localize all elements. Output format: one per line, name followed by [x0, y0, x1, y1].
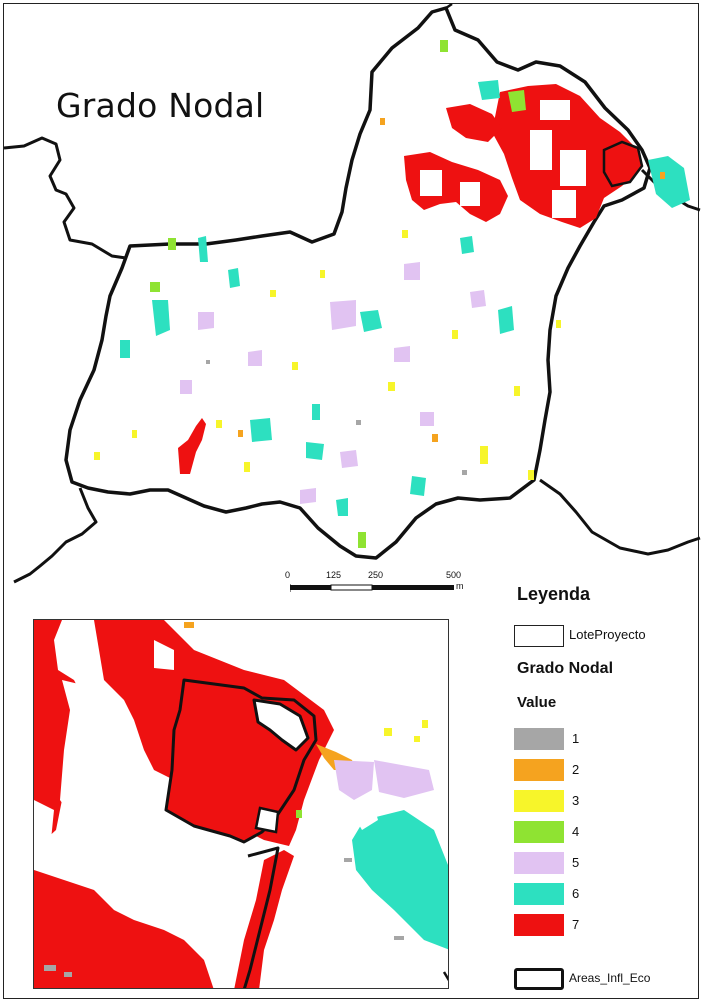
outer-boundary-east: [539, 478, 701, 556]
scale-tick-250: 250: [368, 570, 384, 580]
legend-item-3: 3: [514, 790, 694, 814]
outer-boundary-southwest: [13, 487, 98, 584]
outer-boundary-left: [3, 136, 127, 260]
legend-label-6: 6: [572, 886, 580, 901]
class-4-patches: [150, 40, 526, 548]
class-6-patches: [120, 80, 690, 516]
legend-label-2: 2: [572, 762, 580, 777]
lote-proyecto-main: [602, 140, 644, 188]
legend-swatch-4: [514, 821, 564, 843]
areas-infl-eco-inset-right: [442, 971, 448, 982]
legend-label-7: 7: [572, 917, 580, 932]
areas-infl-eco-label: Areas_Infl_Eco: [569, 971, 651, 985]
inset-patches: [44, 622, 448, 977]
legend-title: Leyenda: [517, 584, 591, 604]
class-3-patches: [94, 230, 561, 480]
inset-map-graphic: [34, 620, 448, 988]
lote-proyecto-label: LoteProyecto: [569, 627, 646, 642]
legend-swatch-2: [514, 759, 564, 781]
legend-layer-title: Grado Nodal: [517, 660, 614, 677]
legend-swatch-6: [514, 883, 564, 905]
legend-swatch-3: [514, 790, 564, 812]
class-2-patches: [238, 118, 665, 442]
map-title: Grado Nodal: [56, 86, 265, 125]
scale-bar-graphic: [290, 584, 454, 592]
lote-interior-block: [252, 698, 310, 752]
legend-label-5: 5: [572, 855, 580, 870]
outer-boundary-top: [445, 2, 453, 10]
built-blocks: [420, 100, 586, 218]
legend-label-3: 3: [572, 793, 580, 808]
scale-tick-500: 500: [446, 570, 462, 580]
scale-unit: m: [456, 581, 464, 591]
legend-label-1: 1: [572, 731, 580, 746]
legend-swatch-1: [514, 728, 564, 750]
legend-item-6: 6: [514, 883, 694, 907]
inset-white-blocks: [34, 640, 249, 960]
legend-item-7: 7: [514, 914, 694, 938]
legend-swatch-7: [514, 914, 564, 936]
legend-item-5: 5: [514, 852, 694, 876]
legend-item-2: 2: [514, 759, 694, 783]
scale-tick-125: 125: [326, 570, 342, 580]
legend-label-4: 4: [572, 824, 580, 839]
class-5-patches: [180, 262, 486, 504]
legend-item-1: 1: [514, 728, 694, 752]
scale-bar: 0 125 250 500 m: [282, 570, 482, 600]
legend-swatch-5: [514, 852, 564, 874]
legend-value-title: Value: [517, 694, 557, 711]
lote-proyecto-swatch: [514, 625, 564, 647]
lote-interior-small: [254, 806, 280, 834]
inset-map[interactable]: [33, 619, 449, 989]
legend-item-4: 4: [514, 821, 694, 845]
areas-infl-eco-swatch: [514, 968, 564, 990]
legend: Leyenda LoteProyecto Grado Nodal Value 1…: [514, 584, 699, 994]
areas-infl-eco-inset: [243, 846, 280, 988]
scale-tick-0: 0: [285, 570, 291, 580]
class-1-patches: [206, 360, 467, 475]
